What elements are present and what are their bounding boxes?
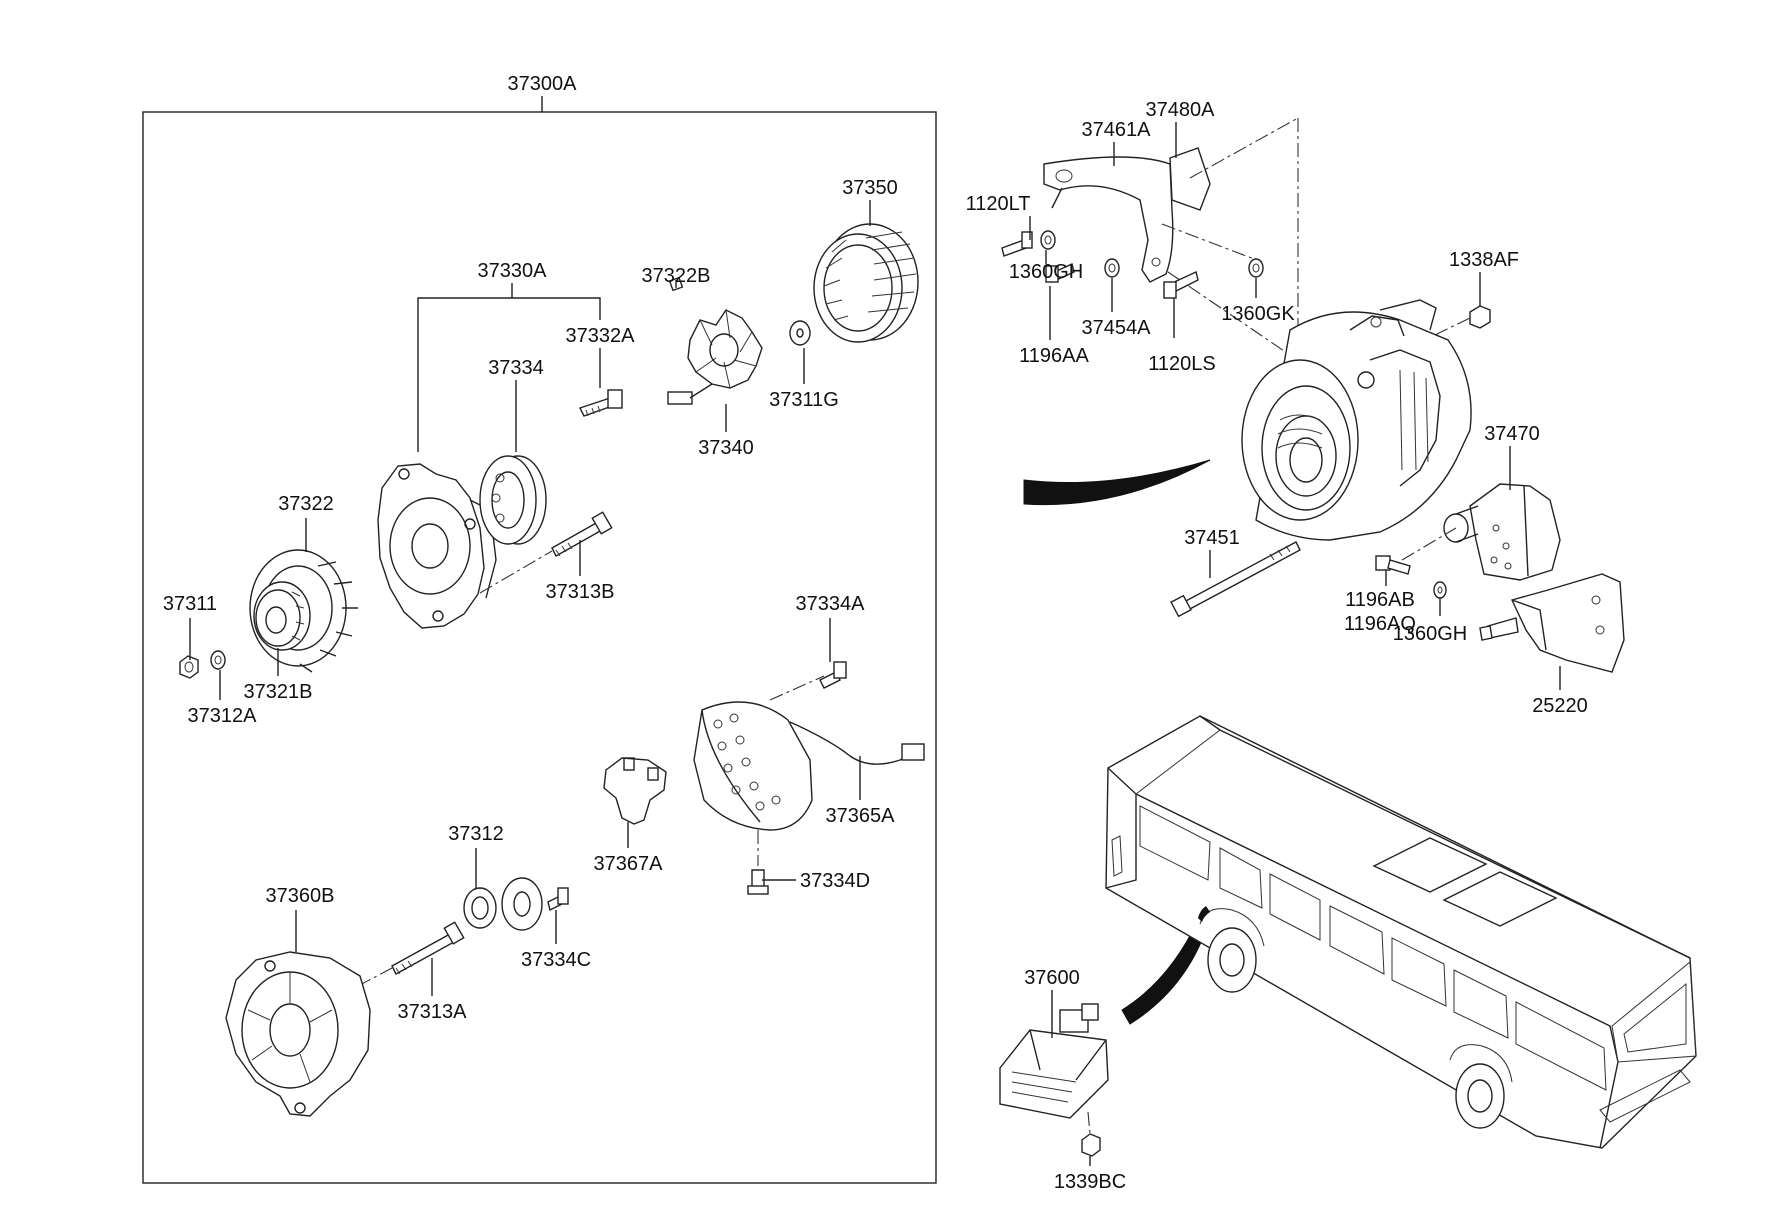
label-37367a: 37367A (594, 853, 664, 875)
label-37334a: 37334A (796, 593, 866, 615)
washer-1360gk-part (1248, 258, 1264, 278)
label-1338af: 1338AF (1449, 249, 1519, 271)
regulator-part (999, 1003, 1109, 1119)
part-labels: 37300A 37330A 37334 37332A 37322B 37350 … (163, 73, 1588, 1193)
label-1196ab: 1196AB (1345, 589, 1415, 611)
label-37311g: 37311G (769, 389, 839, 411)
label-37334c: 37334C (521, 949, 591, 971)
washer-37312a-part (210, 650, 226, 670)
label-37313a: 37313A (398, 1001, 468, 1023)
alternator-assembly-part (1241, 299, 1472, 541)
bus-illustration (1105, 715, 1697, 1149)
label-1360gk: 1360GK (1221, 303, 1295, 325)
label-37470: 37470 (1484, 423, 1540, 445)
label-37334d: 37334D (800, 870, 870, 892)
label-37451: 37451 (1184, 527, 1240, 549)
washer-1360gh-top-part (1040, 230, 1056, 250)
rotor-pulley-part (813, 223, 919, 343)
mount-25220-part (1479, 573, 1625, 673)
nut-1339bc-part (1081, 1111, 1101, 1157)
label-1196aq: 1196AQ (1344, 613, 1416, 635)
label-37334: 37334 (488, 357, 544, 379)
dash-line-3 (1161, 223, 1263, 263)
label-37365a: 37365A (826, 805, 896, 827)
bolt-37313b-part (479, 511, 613, 594)
bolt-1120ls-part (1163, 271, 1199, 299)
label-37454a: 37454A (1082, 317, 1152, 339)
label-37312a: 37312A (188, 705, 258, 727)
bolt-37313a-part (357, 921, 465, 987)
label-1360gh-bottom: 1360GH (1393, 623, 1468, 645)
label-37360b: 37360B (266, 885, 335, 907)
assembly-frame (142, 96, 937, 1184)
front-housing-part (377, 463, 497, 629)
bolt-1196aa-part (1045, 263, 1075, 283)
label-37480a: 37480A (1146, 99, 1216, 121)
washer-37454a-part (1104, 258, 1120, 278)
bracket-37480a-part (1169, 147, 1211, 211)
washer-37311g-part (789, 320, 811, 346)
label-37321b: 37321B (244, 681, 313, 703)
screw-37334c-part (547, 887, 569, 912)
label-1120ls: 1120LS (1148, 353, 1215, 375)
label-1360gh-top: 1360GH (1009, 261, 1084, 283)
label-37330a: 37330A (478, 260, 548, 282)
bolt-37451-part (1170, 541, 1301, 618)
bolt-1196ab-part (1375, 555, 1411, 575)
spacer-37312-part (463, 877, 543, 931)
label-37311: 37311 (163, 593, 217, 615)
bracket-37461a-part (1043, 156, 1174, 283)
brush-holder-part (603, 757, 667, 825)
rotor-part (667, 276, 763, 405)
label-37312: 37312 (448, 823, 504, 845)
label-1196aa: 1196AA (1019, 345, 1089, 367)
label-37332a: 37332A (566, 325, 636, 347)
label-37350: 37350 (842, 177, 898, 199)
label-37322b: 37322B (642, 265, 711, 287)
label-37340: 37340 (698, 437, 754, 459)
nut-1338af-part (1469, 305, 1491, 329)
dash-line-1 (1189, 117, 1299, 179)
bracket-37470-part (1401, 483, 1561, 581)
rear-housing-part (225, 951, 371, 1117)
label-37313b: 37313B (546, 581, 615, 603)
label-37600: 37600 (1024, 967, 1080, 989)
stator-part (693, 675, 925, 866)
screw-37332a-part (579, 389, 623, 417)
label-37461a: 37461A (1082, 119, 1152, 141)
label-1120lt: 1120LT (966, 193, 1031, 215)
pointer-arrow-1 (1023, 459, 1211, 506)
label-1339bc: 1339BC (1054, 1171, 1126, 1193)
screw-37334a-part (819, 661, 847, 689)
nut-37311-part (179, 655, 199, 679)
label-25220: 25220 (1532, 695, 1588, 717)
washer-1360gh-bottom-part (1433, 581, 1447, 599)
leader-lines (189, 122, 1561, 1166)
pulley-part (253, 581, 311, 651)
bolt-1120lt-part (1001, 231, 1033, 257)
label-37300a: 37300A (508, 73, 578, 95)
screw-37334d-part (747, 869, 769, 895)
label-37322: 37322 (278, 493, 334, 515)
bearing-part (479, 455, 547, 545)
